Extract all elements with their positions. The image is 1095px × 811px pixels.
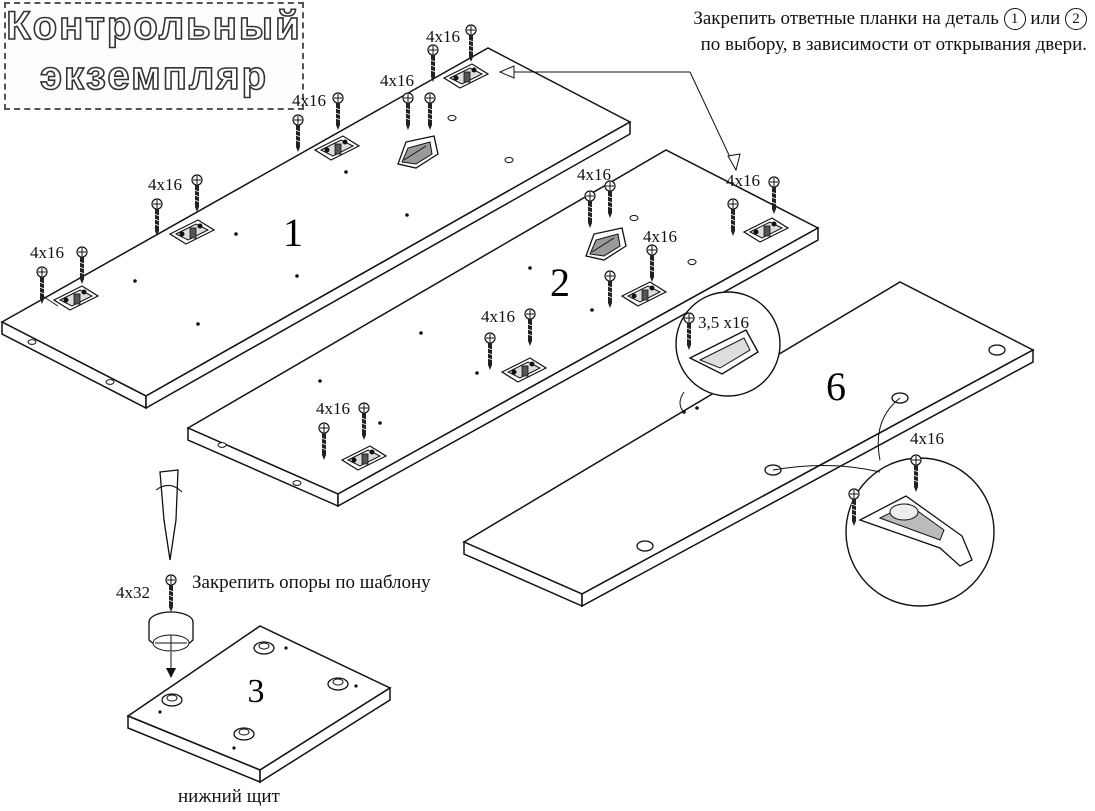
- bottom-panel-caption: нижний щит: [178, 786, 280, 807]
- part-ref-1: 1: [1003, 8, 1026, 30]
- part-ref-2: 2: [1065, 8, 1087, 30]
- stamp-line-2: экземпляр: [39, 53, 269, 99]
- strike-plates-note: Закрепить ответные планки на деталь 1 ил…: [527, 6, 1087, 58]
- control-copy-stamp: Контрольный экземпляр: [4, 2, 304, 110]
- note-text-2: по выбору, в зависимости от открывания д…: [700, 34, 1087, 55]
- panel-2: [186, 149, 820, 508]
- screw-label: 4x16: [643, 227, 677, 246]
- stamp-line-1: Контрольный: [5, 3, 302, 49]
- screw-label: 4x16: [292, 91, 326, 110]
- panel-1-number: 1: [283, 210, 303, 255]
- screw-label: 4x16: [30, 243, 64, 262]
- screw-label: 4x16: [481, 307, 515, 326]
- supports-note: Закрепить опоры по шаблону: [192, 572, 431, 593]
- screw-label: 4x16: [316, 399, 350, 418]
- panel-3-number: 3: [248, 673, 265, 710]
- panel-2-number: 2: [550, 260, 570, 305]
- screw-label-handle: 3,5 x16: [698, 313, 749, 332]
- handle-callout: [675, 291, 781, 413]
- note-text-or: или: [1030, 8, 1061, 29]
- panel-6-number: 6: [826, 364, 846, 409]
- panel-1: [0, 24, 632, 410]
- screw-label: 4x16: [148, 175, 182, 194]
- hinge-callout: [772, 397, 995, 607]
- screw-label: 4x16: [426, 27, 460, 46]
- screw-label-support: 4x32: [116, 583, 150, 602]
- screw-label-hinge: 4x16: [910, 429, 944, 448]
- panel-3: [126, 625, 392, 784]
- awl-tool: [155, 469, 183, 561]
- screw-label: 4x16: [380, 71, 414, 90]
- note-arrows: [498, 65, 741, 172]
- note-text-1: Закрепить ответные планки на деталь: [693, 8, 999, 29]
- screw-label: 4x16: [577, 165, 611, 184]
- screw-label: 4x16: [726, 171, 760, 190]
- support-foot: [148, 574, 194, 678]
